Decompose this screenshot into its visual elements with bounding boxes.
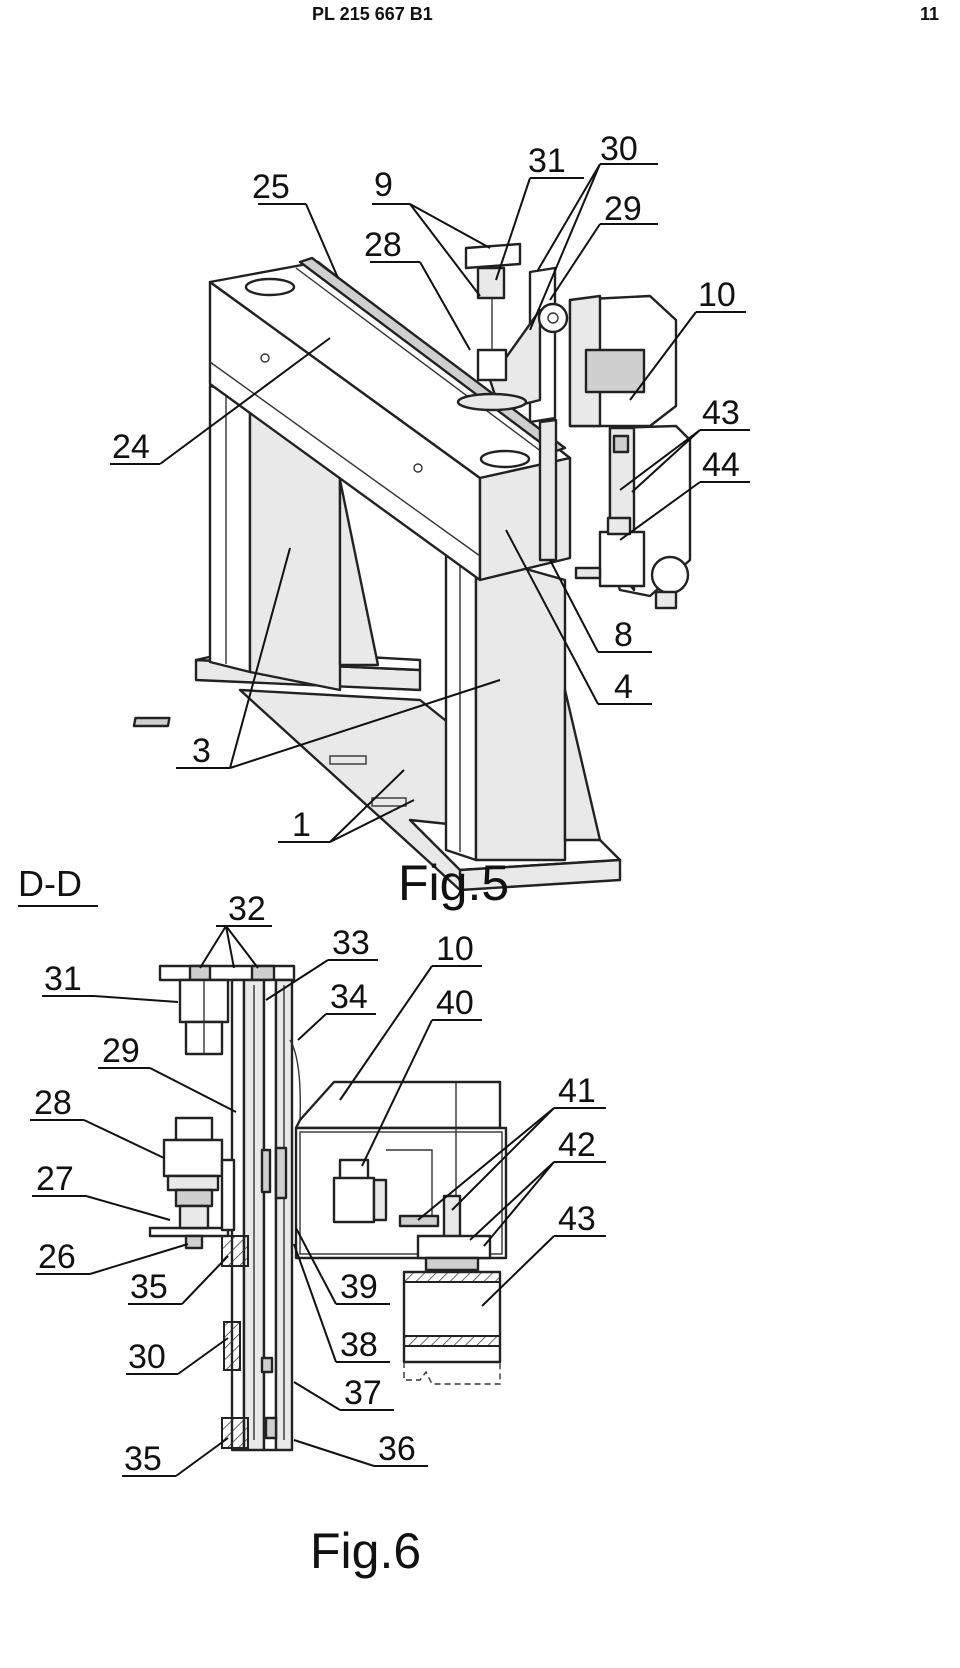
fig6-label: 39 (340, 1268, 378, 1306)
fig5-leaders (110, 163, 750, 843)
fig5-label: 10 (698, 276, 736, 314)
fig6-label: 30 (128, 1338, 166, 1376)
page-number: 11 (920, 4, 940, 24)
fig5-label: 9 (374, 166, 393, 204)
fig6-label: 32 (228, 890, 266, 928)
fig5-caption: Fig.5 (398, 855, 509, 911)
fig5-label: 8 (614, 616, 633, 654)
section-label: D-D (18, 863, 82, 904)
fig6-leaders (30, 925, 606, 1477)
fig5-label: 29 (604, 190, 642, 228)
fig6-label: 36 (378, 1430, 416, 1468)
fig6-label: 43 (558, 1200, 596, 1238)
fig6-drawing (148, 964, 508, 1452)
fig6-label: 40 (436, 984, 474, 1022)
fig5-label: 25 (252, 168, 290, 206)
fig5-label: 28 (364, 226, 402, 264)
fig6-label: 42 (558, 1126, 596, 1164)
fig6-label: 38 (340, 1326, 378, 1364)
fig5-label: 3 (192, 732, 211, 770)
fig5-label: 1 (292, 806, 311, 844)
fig5-label: 43 (702, 394, 740, 432)
fig6-caption: Fig.6 (310, 1523, 421, 1579)
fig6-label: 31 (44, 960, 82, 998)
fig5-label: 31 (528, 142, 566, 180)
fig6-label: 37 (344, 1374, 382, 1412)
patent-number: PL 215 667 B1 (312, 4, 433, 24)
fig6-label: 35 (130, 1268, 168, 1306)
fig6-label: 33 (332, 924, 370, 962)
fig6-label: 26 (38, 1238, 76, 1276)
fig6-label: 10 (436, 930, 474, 968)
fig6-labels: 32 33 10 31 34 40 29 28 41 27 42 26 43 3… (34, 890, 596, 1478)
fig6-label: 34 (330, 978, 368, 1016)
fig5-drawing (132, 242, 692, 892)
fig5-label: 24 (112, 428, 150, 466)
fig6-label: 28 (34, 1084, 72, 1122)
fig6-label: 41 (558, 1072, 596, 1110)
fig5-label: 4 (614, 668, 633, 706)
fig5-labels: 25 9 31 30 29 28 10 24 43 44 8 4 3 1 (112, 130, 740, 844)
fig6-label: 29 (102, 1032, 140, 1070)
fig6-label: 27 (36, 1160, 74, 1198)
fig5-label: 44 (702, 446, 740, 484)
fig5-label: 30 (600, 130, 638, 168)
fig6-label: 35 (124, 1440, 162, 1478)
